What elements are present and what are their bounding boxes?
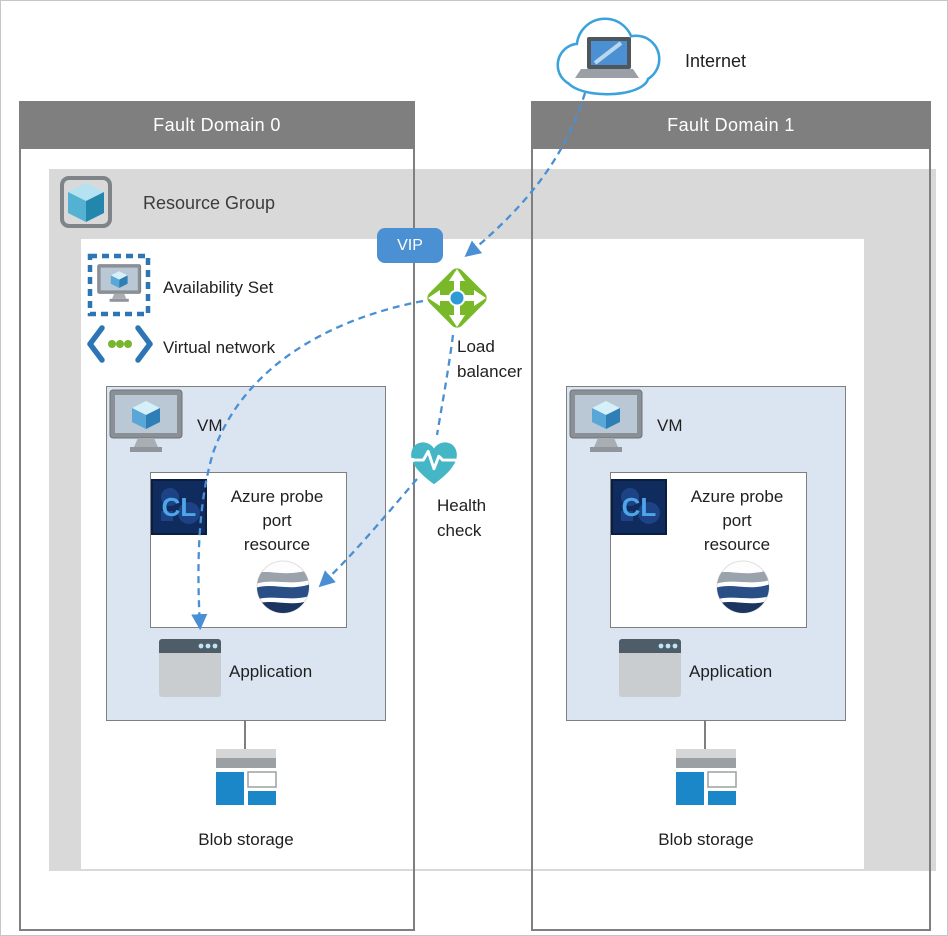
vm-blob-connector	[704, 721, 706, 749]
virtual-network-label: Virtual network	[163, 338, 276, 357]
cl-badge-text: CL	[622, 492, 657, 522]
application-icon	[159, 639, 221, 697]
availability-set-icon	[87, 253, 151, 317]
fault-domain-1-header: Fault Domain 1	[531, 101, 931, 149]
vm-blob-connector	[244, 721, 246, 749]
fault-domain-1-label: Fault Domain 1	[667, 114, 795, 135]
virtual-network-icon	[87, 325, 153, 363]
probe-resource-label: Azure probe port resource	[230, 487, 324, 554]
vm-box-right: VM Azure probe port resource CL	[566, 386, 846, 721]
blob-storage-label: Blob storage	[198, 830, 294, 849]
availability-set-label: Availability Set	[163, 278, 274, 297]
blob-storage-icon	[216, 749, 277, 805]
probe-resource-box: Azure probe port resource	[610, 472, 807, 628]
fault-domain-0-label: Fault Domain 0	[153, 114, 281, 135]
blob-storage-icon	[676, 749, 737, 805]
blob-storage-label: Blob storage	[658, 830, 754, 849]
probe-globe-icon	[716, 560, 770, 614]
vip-label: VIP	[397, 236, 423, 254]
vm-icon	[109, 389, 183, 452]
application-label: Application	[229, 662, 313, 681]
cl-icon: CL	[151, 479, 207, 535]
internet-cloud-icon	[556, 17, 661, 96]
resource-group-label: Resource Group	[143, 193, 276, 213]
vm-label: VM	[657, 416, 683, 435]
cl-badge-text: CL	[162, 492, 197, 522]
fault-domain-0-header: Fault Domain 0	[19, 101, 415, 149]
application-icon	[619, 639, 681, 697]
health-check-label: Health check	[437, 496, 487, 540]
vip-badge: VIP	[377, 228, 443, 263]
vm-box-left: VM Azure probe port resource CL	[106, 386, 386, 721]
probe-resource-label: Azure probe port resource	[690, 487, 784, 554]
load-balancer-icon	[427, 268, 487, 328]
vm-label: VM	[197, 416, 223, 435]
vm-icon	[569, 389, 643, 452]
resource-group-icon	[60, 176, 112, 228]
internet-label: Internet	[685, 51, 747, 71]
cl-icon: CL	[611, 479, 667, 535]
laptop-icon	[575, 37, 639, 78]
probe-globe-icon	[256, 560, 310, 614]
application-label: Application	[689, 662, 773, 681]
fault-domain-1-box: Fault Domain 1	[531, 101, 931, 931]
load-balancer-label: Load balancer	[457, 337, 523, 381]
health-check-icon	[410, 442, 457, 485]
